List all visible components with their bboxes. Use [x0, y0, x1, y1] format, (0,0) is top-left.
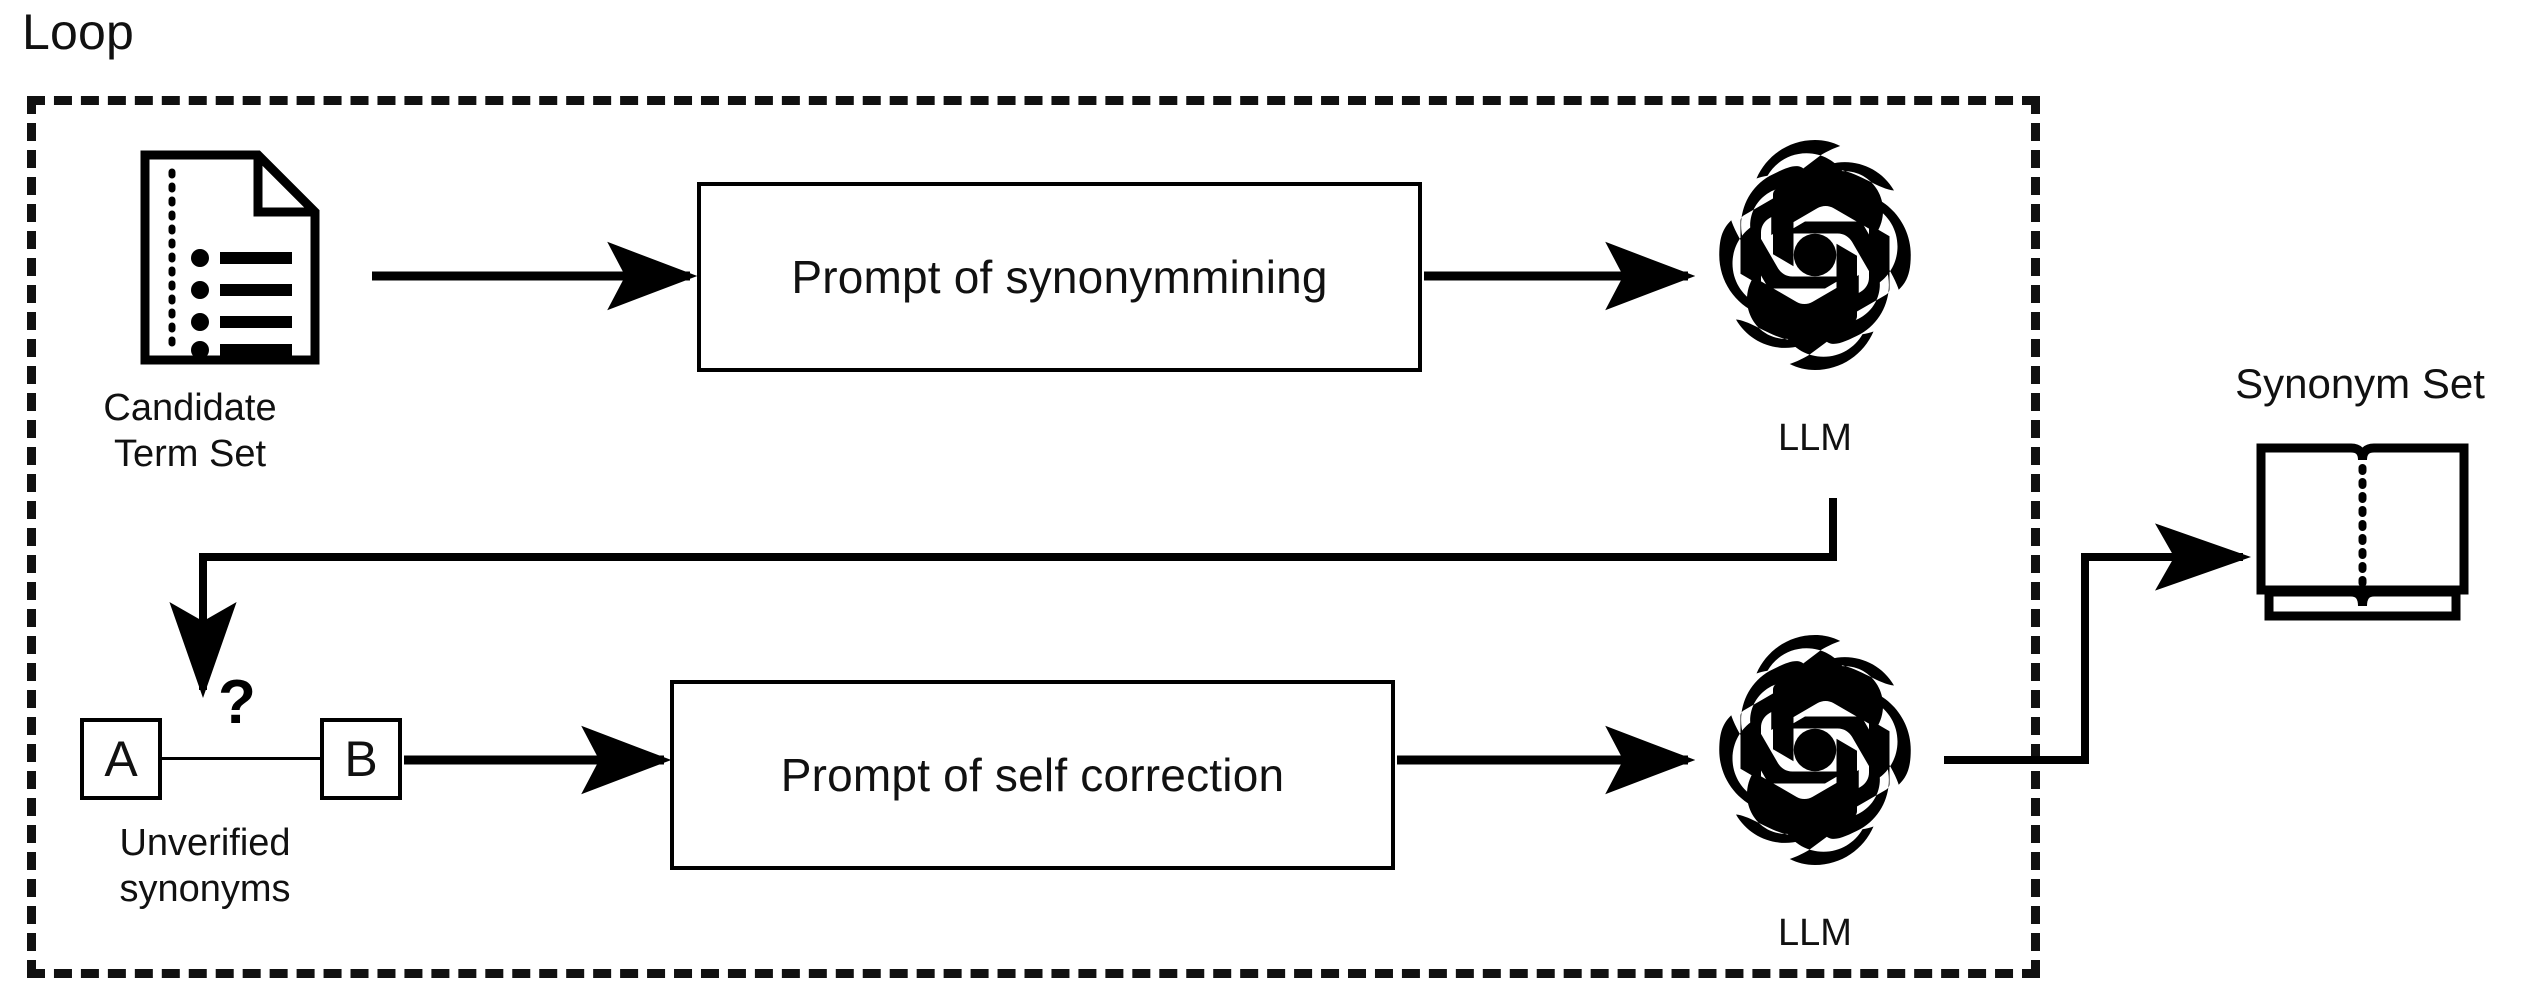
question-mark-symbol: ?: [218, 668, 256, 737]
document-list-icon: [140, 150, 320, 365]
open-book-icon: [2255, 440, 2470, 625]
llm-bottom-caption: LLM: [1778, 912, 1852, 954]
openai-llm-icon: [1690, 130, 1940, 380]
term-box-b-label: B: [344, 731, 378, 787]
term-box-a[interactable]: A: [80, 718, 162, 800]
prompt-of-self-correction-box[interactable]: Prompt of self correction: [670, 680, 1395, 870]
openai-llm-icon: [1690, 625, 1940, 875]
prompt-of-synonym-mining-label: Prompt of synonymmining: [791, 251, 1328, 303]
synonym-set-caption: Synonym Set: [2235, 360, 2485, 407]
unverified-synonyms-caption: Unverified synonyms: [119, 822, 291, 911]
loop-label: Loop: [22, 4, 135, 60]
term-box-a-label: A: [104, 731, 138, 787]
term-box-b[interactable]: B: [320, 718, 402, 800]
loop-boundary: [27, 96, 2040, 978]
prompt-of-self-correction-label: Prompt of self correction: [780, 749, 1285, 801]
prompt-of-synonym-mining-box[interactable]: Prompt of synonymmining: [697, 182, 1422, 372]
candidate-term-set-caption: Candidate Term Set: [103, 387, 277, 476]
llm-top-caption: LLM: [1778, 417, 1852, 459]
ab-connector-line: [162, 757, 320, 760]
